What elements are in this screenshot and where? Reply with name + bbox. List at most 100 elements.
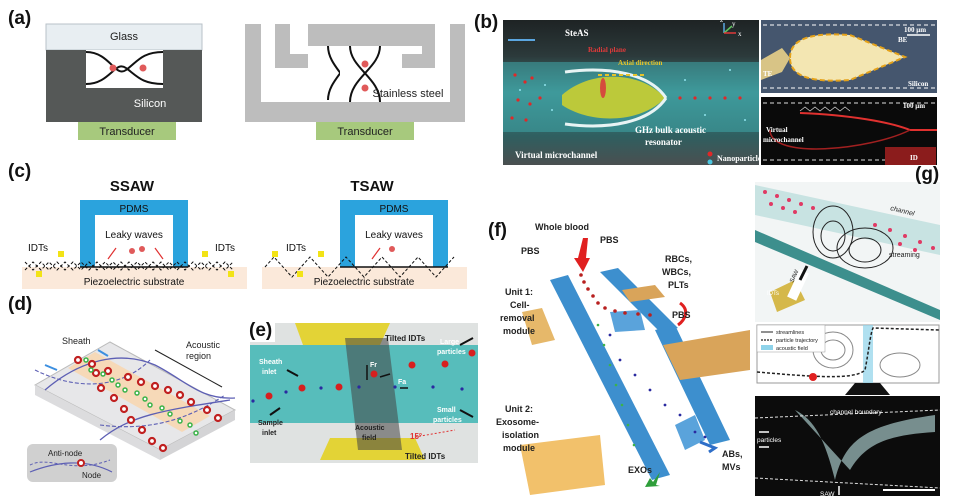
sheath-label: Sheath: [62, 336, 91, 346]
steel-top-bar: [308, 24, 422, 46]
sample-inlet-arrow: [269, 407, 281, 416]
resonator-label-2: resonator: [645, 137, 682, 147]
exosome-dots: [596, 323, 636, 447]
unit1-label-2: Cell-: [510, 300, 530, 310]
left-channel-wall: [550, 275, 670, 480]
particle-cloud: [795, 410, 935, 480]
sheath-arrow: [44, 364, 58, 371]
vortex-ring: [820, 220, 846, 252]
particle: [139, 246, 145, 252]
particles-label: particles: [757, 437, 782, 444]
pbs-right-label: PBS: [600, 235, 619, 245]
legend-nanoparticles: Nanoparticles: [717, 154, 765, 163]
te-label: TE: [763, 70, 773, 78]
resonator-label-1: GHz bulk acoustic: [635, 125, 706, 135]
ssaw-leaky-label: Leaky waves: [105, 230, 163, 241]
steel-frame-left: [245, 24, 410, 122]
panel-label-b: (b): [474, 12, 499, 33]
abs-arrow: [699, 440, 719, 454]
steel-label: Stainless steel: [373, 88, 444, 100]
wave-pattern: [24, 261, 234, 271]
idt-marker: [58, 251, 64, 257]
panel-label-f: (f): [488, 220, 507, 241]
panel-f: (f) Whole blood PBS PBS PBS RBCs, WBCs, …: [480, 200, 755, 499]
junction-block: [610, 310, 645, 332]
unit1-label-3: removal: [500, 313, 535, 323]
blood-cells: [579, 273, 652, 317]
legend-cyan-dot: [707, 159, 713, 165]
legend-particle: [77, 459, 85, 467]
unit2-label-1: Unit 2:: [505, 404, 533, 414]
idt-marker: [318, 251, 324, 257]
saw-label: SAW: [789, 269, 800, 284]
ssaw-title: SSAW: [110, 178, 155, 195]
ssaw-pdms: [80, 200, 188, 267]
panel-a-right-drawing: Stainless steel Transducer: [245, 24, 465, 140]
panel-b: (b) SteAS Radial plane Axial direction G…: [470, 0, 955, 175]
particle: [139, 64, 147, 72]
sheath-inlet-label-2: inlet: [262, 369, 277, 376]
rbc-label-2: WBCs,: [662, 267, 691, 277]
whole-blood-arrow: [574, 238, 590, 272]
traveling-wave: [264, 256, 455, 278]
ssaw-substrate-label: Piezoelectric substrate: [84, 277, 185, 288]
panel-label-a: (a): [8, 8, 32, 29]
standing-wave-line: [85, 51, 164, 73]
idt-marker: [297, 271, 303, 277]
steel-frame-right: [410, 24, 465, 122]
pressure-wave: [44, 357, 236, 399]
exos-label: EXOs: [628, 465, 652, 475]
tsaw-pdms-label: PDMS: [380, 204, 409, 215]
boundary-line: [754, 477, 941, 489]
idt-unit2-left: [520, 435, 605, 495]
particle: [109, 64, 117, 72]
pbs-mid-label: PBS: [672, 310, 691, 320]
ssaw-substrate: [22, 267, 247, 289]
force-arrow-fa: [379, 373, 391, 378]
panel-d-drawing: Sheath Acoustic region Anti-node Node: [27, 336, 237, 482]
id-label: ID: [910, 154, 918, 162]
idt-marker: [272, 251, 278, 257]
idt-marker: [228, 271, 234, 277]
steel-inner-right: [402, 24, 435, 68]
large-particles: [265, 349, 476, 400]
tilted-idts-top-label: Tilted IDTs: [385, 334, 426, 343]
cyan-particle-dots: [519, 69, 746, 121]
steas-label: SteAS: [565, 28, 589, 38]
small-particles: [83, 357, 199, 436]
large-particles-label-1: Large: [440, 339, 459, 346]
steel-inner-left: [275, 24, 308, 68]
unit2-label-4: module: [503, 443, 535, 453]
streamline-loop: [879, 352, 921, 378]
idt-icon: [845, 383, 890, 395]
plot-legend: [756, 324, 826, 353]
ssaw-pdms-label: PDMS: [120, 204, 149, 215]
pbs-left-label: PBS: [521, 246, 540, 256]
fr-label: Fr: [370, 362, 377, 369]
radial-plane-label: Radial plane: [588, 46, 626, 54]
panel-e-drawing: Tilted IDTs Tilted IDTs Large particles …: [250, 323, 478, 463]
vortex-ring: [812, 205, 854, 259]
acoustic-field-label-1: Acoustic: [355, 425, 385, 432]
large-particles: [73, 355, 223, 453]
panel-label-g: (g): [915, 164, 940, 185]
unit1-label-1: Unit 1:: [505, 287, 533, 297]
axial-direction-label: Axial direction: [618, 59, 663, 67]
idt-marker: [36, 271, 42, 277]
legend-antinode: Anti-node: [48, 449, 83, 458]
sheath-arrow: [97, 349, 109, 357]
scale-label-top: 100 μm: [904, 26, 926, 34]
leaky-arrow: [107, 247, 117, 260]
tracked-particle: [809, 373, 817, 381]
idt-unit1-left: [522, 308, 555, 345]
tsaw-substrate-label: Piezoelectric substrate: [314, 277, 415, 288]
nanoparticle-dots: [510, 73, 742, 122]
transducer-label-right: Transducer: [337, 126, 393, 138]
sample-inlet-label-2: inlet: [262, 430, 277, 437]
acoustic-field-label-2: field: [362, 435, 376, 442]
idt-marker: [202, 251, 208, 257]
acoustic-field-region: [345, 338, 402, 450]
idts-label: IDTs: [767, 291, 779, 297]
axis-x: x: [738, 30, 742, 38]
whole-blood-label: Whole blood: [535, 222, 589, 232]
